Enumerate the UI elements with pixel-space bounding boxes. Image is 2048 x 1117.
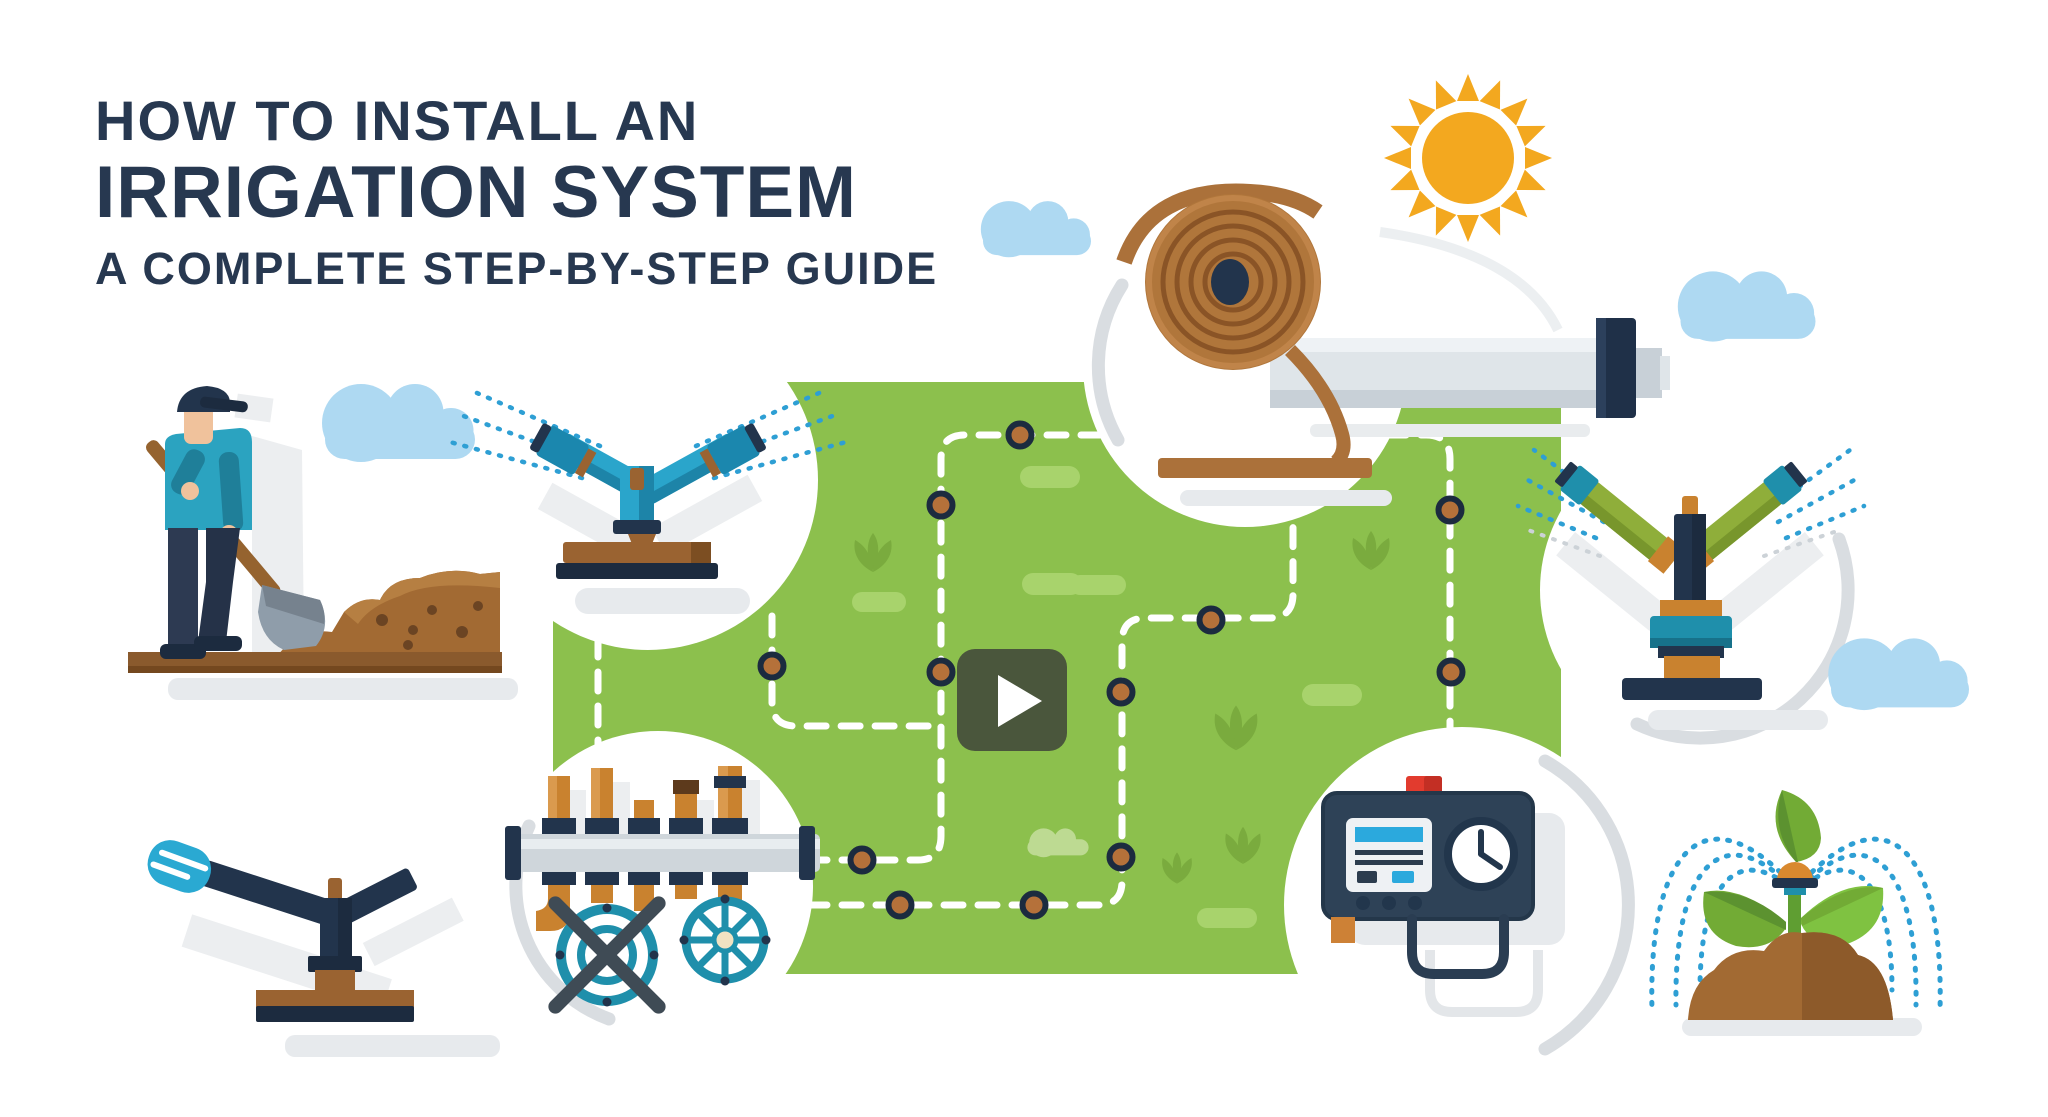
- open-valve-icon: [679, 894, 771, 986]
- digging-person-icon: [128, 386, 518, 700]
- hose-reel-icon: [1116, 183, 1392, 506]
- impact-sprinkler-icon: [447, 387, 849, 614]
- cloud-icon: [1828, 638, 1969, 711]
- title-block: HOW TO INSTALL AN IRRIGATION SYSTEM A CO…: [95, 88, 938, 298]
- clock-icon: [1444, 817, 1518, 891]
- page-title-line2: IRRIGATION SYSTEM: [95, 152, 857, 233]
- sprinkler-head-dots: [757, 420, 1466, 920]
- cloud-icon: [322, 384, 475, 462]
- cloud-icon: [980, 201, 1091, 258]
- closed-valve-icon: [548, 896, 666, 1014]
- impact-sprinkler-icon: [1515, 447, 1867, 730]
- page-title-line1: HOW TO INSTALL AN: [95, 89, 700, 152]
- play-button[interactable]: [957, 649, 1067, 751]
- page-subtitle: A COMPLETE STEP-BY-STEP GUIDE: [95, 243, 939, 294]
- impact-sprinkler-icon: [147, 840, 500, 1057]
- irrigation-controller-icon: [1321, 776, 1565, 1017]
- cloud-icon: [1677, 271, 1816, 342]
- drip-irrigation-plant-icon: [1649, 790, 1943, 1036]
- dirt-dots: [376, 601, 483, 650]
- play-icon: [998, 675, 1042, 727]
- dashed-pipe-route: [594, 420, 1466, 920]
- valve-manifold-icon: [505, 766, 820, 1014]
- grass-pills: [852, 466, 1362, 928]
- sun-icon: [1384, 74, 1552, 242]
